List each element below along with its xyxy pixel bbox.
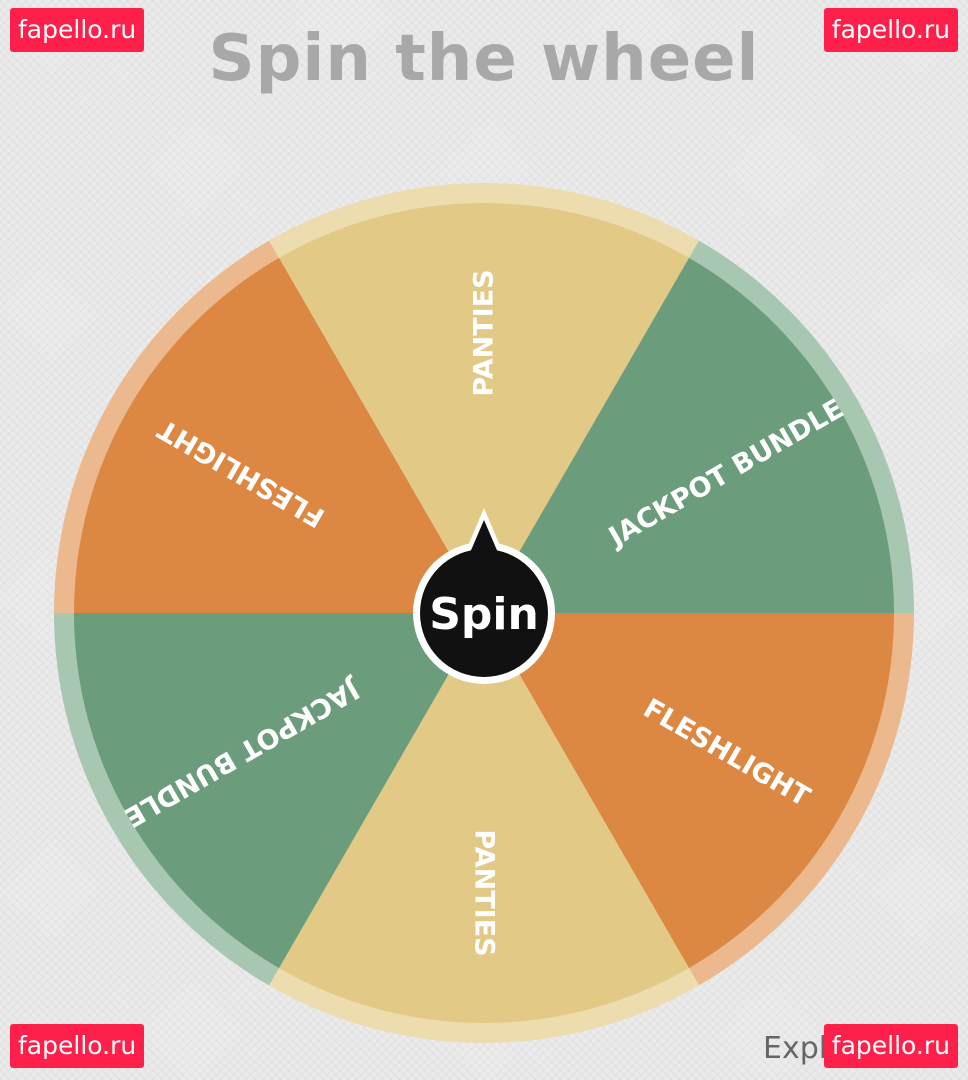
spin-button-face [420, 549, 548, 677]
wheel-segment-1 [279, 203, 689, 613]
segment-label: PANTIES [469, 829, 500, 956]
wheel-segment-4 [279, 613, 689, 1023]
wheel-segment-5 [74, 613, 484, 969]
wheel-segment-2 [484, 257, 894, 613]
watermark-bottom-left: fapello.ru [10, 1024, 145, 1068]
spin-button-label[interactable]: Spin [429, 589, 539, 640]
watermark-top-right: fapello.ru [823, 8, 958, 52]
spin-button[interactable]: Spin [413, 508, 555, 684]
page-title: Spin the wheel [208, 22, 760, 96]
wheel-segments [74, 203, 894, 1023]
segment-label: PANTIES [469, 269, 500, 396]
watermark-bottom-right: fapello.ru [823, 1024, 958, 1068]
wheel-segment-3 [484, 613, 894, 969]
watermark-top-left: fapello.ru [10, 8, 145, 52]
wheel-segment-6 [74, 257, 484, 613]
